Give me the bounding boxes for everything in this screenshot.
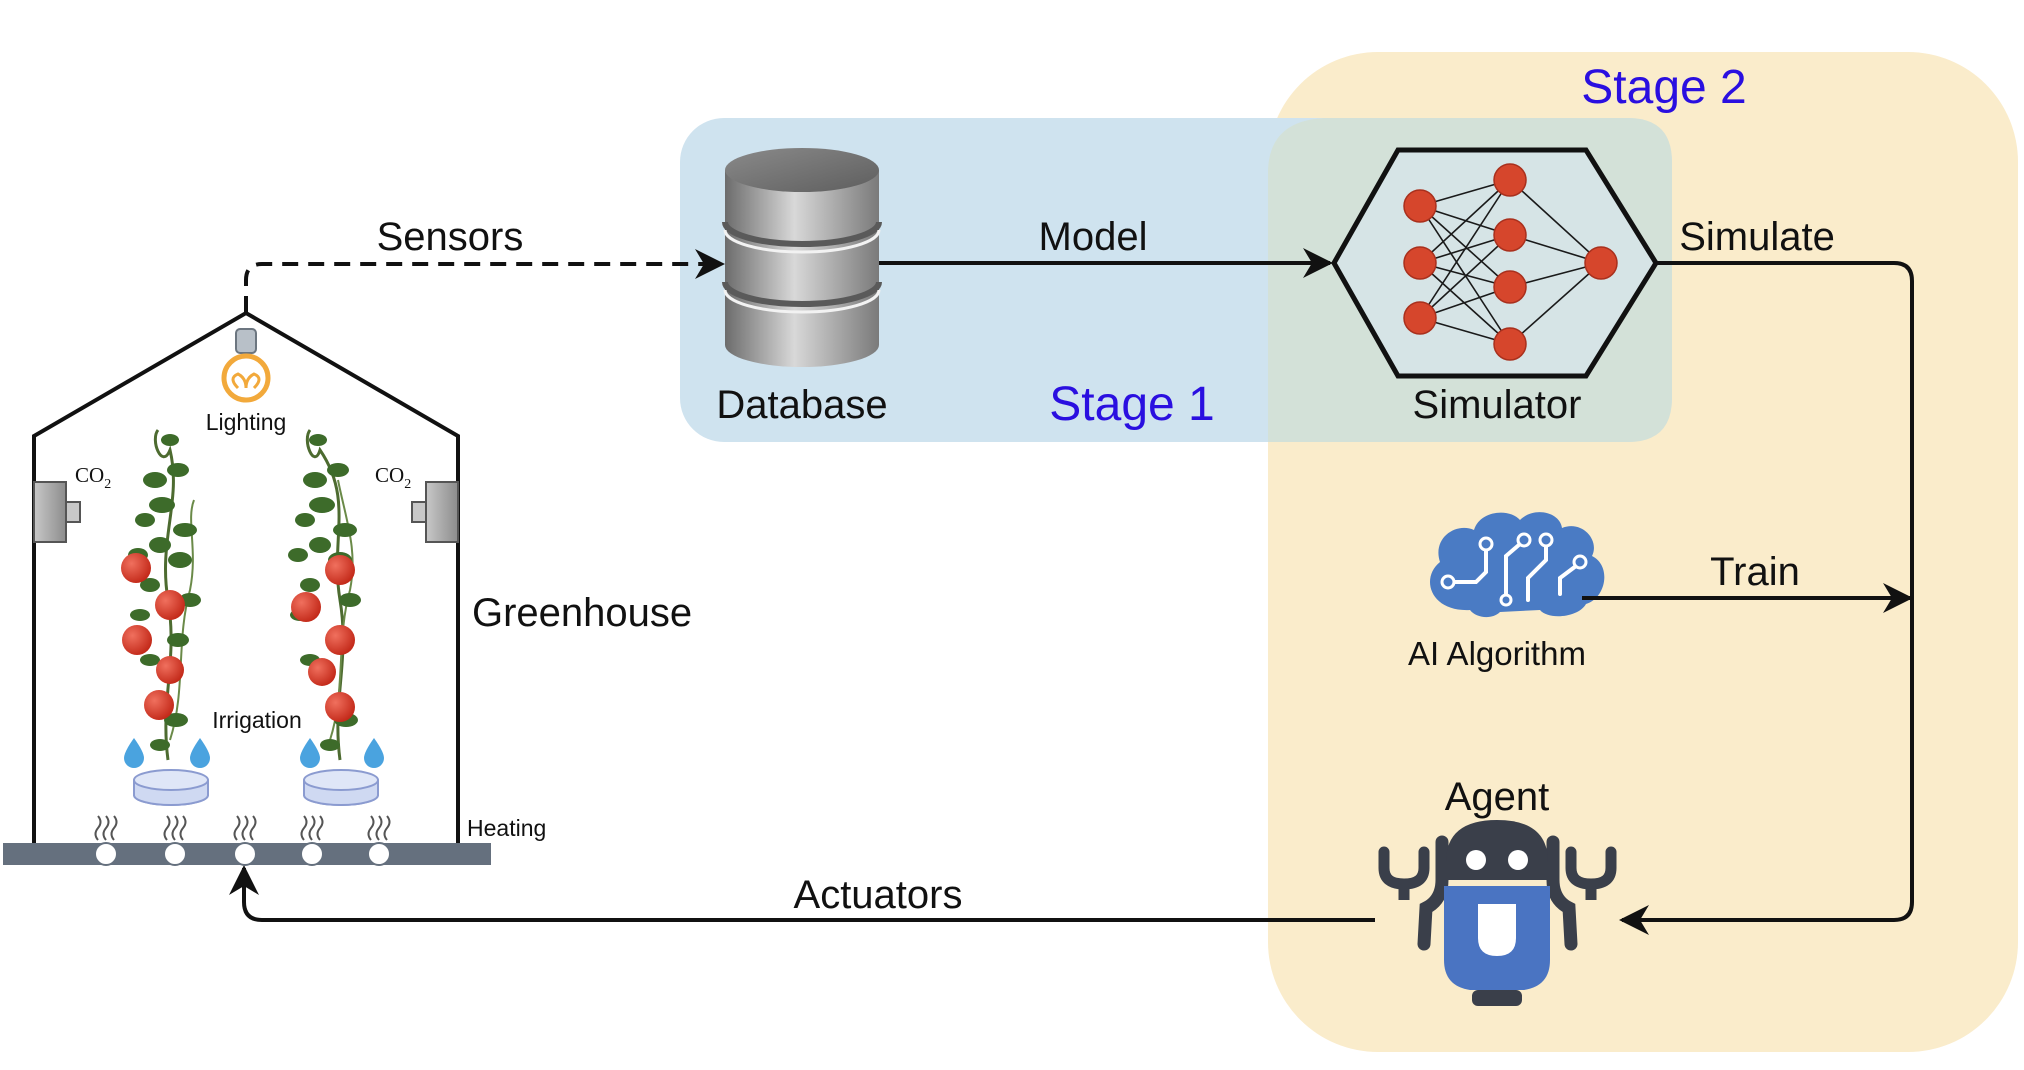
water-drop-icon [124,738,384,768]
simulator-label: Simulator [1413,383,1582,427]
robot-icon [1378,820,1617,1006]
neural-network-icon [1331,147,1659,379]
irrigation-tray-left [133,769,209,806]
brain-circuit-icon [1430,512,1605,618]
heat-wave-icon [94,815,391,841]
light-bulb-icon [221,328,271,403]
model-label: Model [1039,215,1148,259]
irrigation-label: Irrigation [212,707,301,733]
actuators-label: Actuators [794,873,963,917]
sensors-label: Sensors [377,215,524,259]
train-label: Train [1710,550,1800,594]
co2-sensor-icon [33,481,81,543]
co2-left-label: CO2 [75,463,111,492]
sensors-arrow [244,249,725,312]
agent-label: Agent [1445,775,1550,819]
co2-right-label: CO2 [375,463,411,492]
heating-pipes [94,842,391,866]
database-cylinder-icon [722,148,882,367]
heating-label: Heating [467,815,546,841]
irrigation-tray-right [303,769,379,806]
lighting-label: Lighting [206,409,287,435]
tomato-plant-left [121,429,201,761]
tomato-plant-right [288,429,361,761]
neurons [1403,163,1618,361]
stage2-label: Stage 2 [1581,61,1746,114]
greenhouse-label: Greenhouse [472,591,692,635]
actuators-arrow [229,865,1375,922]
co2-sensor-icon [411,481,459,543]
simulate-label: Simulate [1679,215,1835,259]
ai-algorithm-label: AI Algorithm [1408,635,1586,672]
stage1-label: Stage 1 [1049,378,1214,431]
database-label: Database [716,383,887,427]
